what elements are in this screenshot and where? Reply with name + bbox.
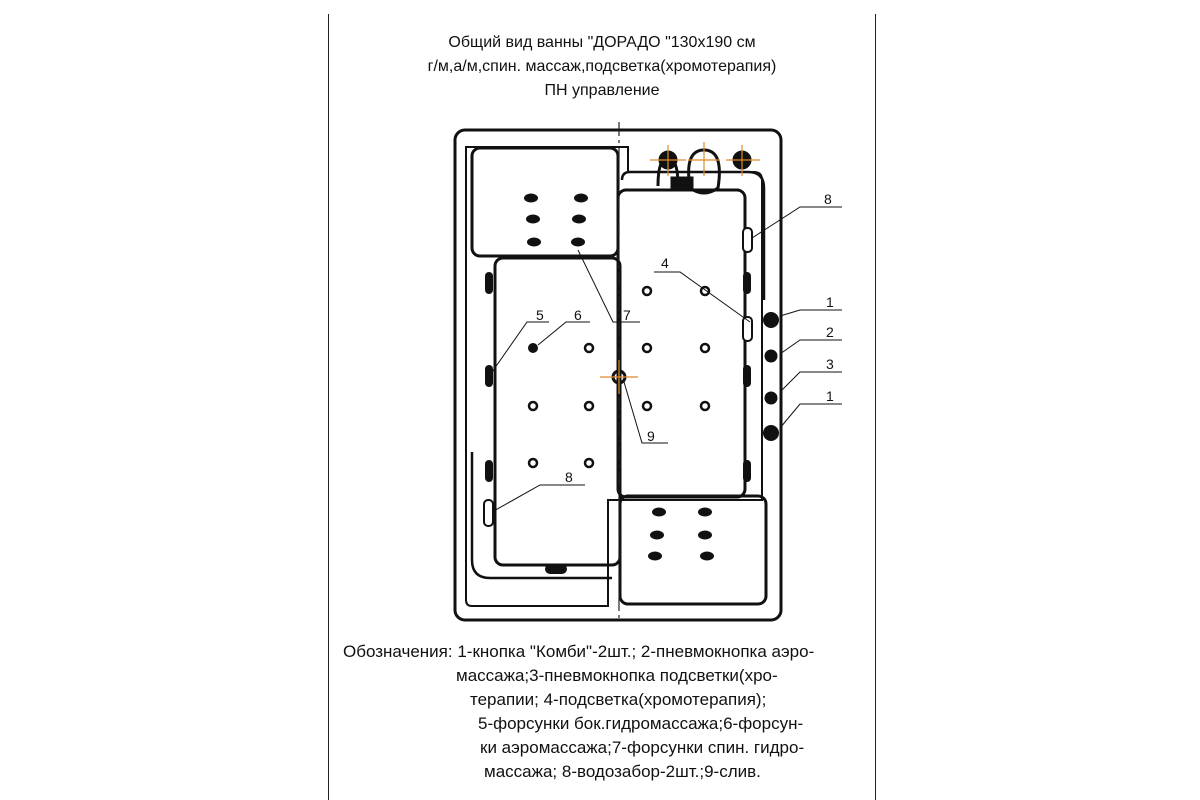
water-intakes	[483, 227, 753, 527]
legend-line-5: ки аэромассажа;7-форсунки спин. гидро-	[480, 738, 805, 757]
callout-9: 9	[647, 428, 655, 444]
back-massage-jets	[524, 193, 714, 561]
seat-right-upper	[620, 170, 766, 300]
bathtub-drawing: 8 1 2 3 1 4 5 6 7 8 9	[453, 122, 842, 622]
legend-line-6: массажа; 8-водозабор-2шт.;9-слив.	[484, 762, 761, 781]
callout-2: 2	[826, 324, 834, 340]
side-hydro-jets	[485, 272, 751, 574]
callout-3: 3	[826, 356, 834, 372]
title-line-2: г/м,а/м,спин. массаж,подсветка(хромотера…	[427, 58, 777, 75]
aero-massage-jets	[527, 285, 711, 469]
legend-line-2: массажа;3-пневмокнопка подсветки(хро-	[456, 666, 778, 685]
control-buttons	[763, 312, 779, 441]
callout-5: 5	[536, 307, 544, 323]
fitting-crosshairs	[650, 142, 760, 176]
aero-jet-filled	[528, 343, 538, 353]
drain-crosshair	[600, 360, 638, 394]
callout-4: 4	[661, 255, 669, 271]
tub-outer-rim	[453, 128, 783, 622]
callout-1-top: 1	[826, 294, 834, 310]
seat-left-lower	[470, 452, 612, 580]
callout-8-left: 8	[565, 469, 573, 485]
callout-6: 6	[574, 307, 582, 323]
callout-7: 7	[623, 307, 631, 323]
headrest-left	[470, 146, 620, 258]
title-line-3: ПН управление	[544, 82, 660, 99]
seat-left	[493, 256, 622, 567]
callout-8-right: 8	[824, 191, 832, 207]
seat-right	[616, 188, 747, 499]
callout-1-bottom: 1	[826, 388, 834, 404]
leader-lines	[491, 206, 842, 513]
headrest-right	[618, 494, 768, 606]
legend-line-4: 5-форсунки бок.гидромассажа;6-форсун-	[478, 714, 804, 733]
legend-line-3: терапии; 4-подсветка(хромотерапия);	[470, 690, 767, 709]
legend-line-1: Обозначения: 1-кнопка "Комби"-2шт.; 2-пн…	[343, 642, 815, 661]
title-line-1: Общий вид ванны "ДОРАДО "130х190 см	[448, 34, 756, 51]
drawing-sheet: Общий вид ванны "ДОРАДО "130х190 см г/м,…	[328, 14, 876, 800]
